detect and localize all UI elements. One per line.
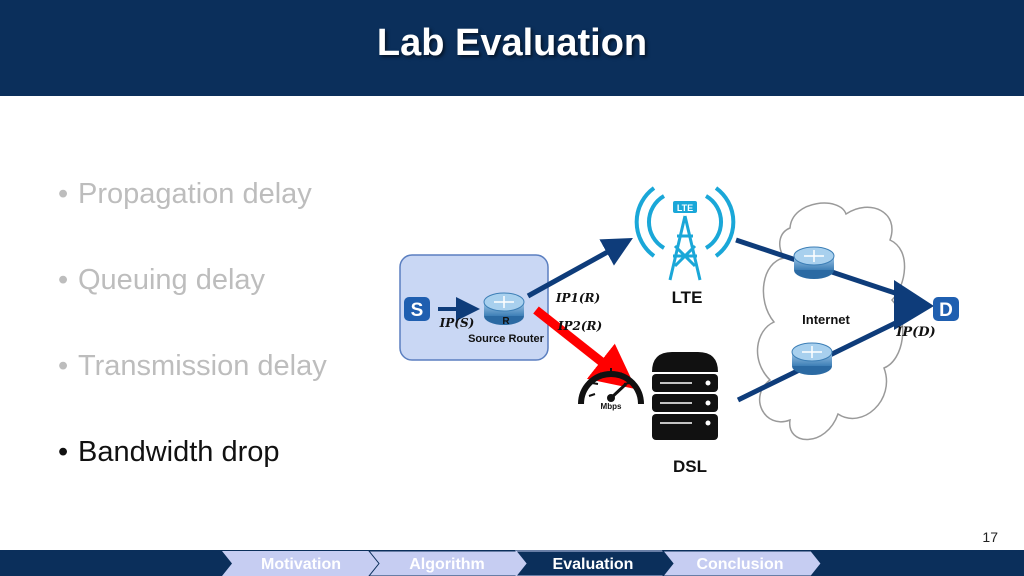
nav-item-algorithm[interactable]: Algorithm [367, 550, 528, 576]
dsl-label: DSL [673, 457, 707, 476]
destination-arrowhead-icon [894, 280, 934, 330]
bullet-item: •Transmission delay [58, 350, 327, 382]
bullet-item: •Propagation delay [58, 178, 312, 210]
nav-label: Evaluation [553, 556, 634, 573]
lte-icon-text: LTE [677, 203, 693, 213]
speedometer-icon: Mbps [578, 368, 644, 411]
source-router-icon [483, 292, 525, 325]
router-caption: Source Router [468, 333, 545, 345]
destination-ip-label: IP(D) [895, 325, 935, 340]
bullet-text: Bandwidth drop [78, 436, 280, 468]
source-label: S [411, 300, 424, 321]
page-number: 17 [982, 529, 998, 545]
router-label: R [502, 316, 510, 327]
bullet-item-active: •Bandwidth drop [58, 436, 280, 468]
destination-label: D [939, 300, 953, 321]
nav-label: Algorithm [409, 556, 485, 573]
internet-router-icon [793, 246, 835, 279]
internet-label: Internet [802, 312, 850, 327]
router-to-lte-arrow [526, 237, 633, 299]
destination-badge [933, 297, 959, 321]
speedometer-unit-label: Mbps [601, 402, 622, 411]
source-badge [404, 297, 430, 321]
internet-router-icon [791, 342, 833, 375]
title-bar: Lab Evaluation [0, 0, 1024, 96]
path1-ip-label: IP1(R) [555, 291, 600, 305]
nav-item-motivation[interactable]: Motivation [222, 551, 380, 576]
router-to-dsl-arrow [533, 306, 637, 390]
bullet-text: Queuing delay [78, 264, 266, 296]
lte-tower-icon: LTE [634, 186, 736, 281]
nav-item-conclusion[interactable]: Conclusion [661, 550, 822, 576]
source-ip-label: IP(S) [439, 316, 475, 330]
bullet-text: Transmission delay [78, 350, 327, 382]
nav-item-evaluation[interactable]: Evaluation [514, 550, 675, 576]
path2-ip-label: IP2(R) [557, 319, 602, 333]
nav-label: Motivation [261, 556, 341, 573]
slide-title: Lab Evaluation [376, 22, 648, 64]
bullet-text: Propagation delay [78, 178, 312, 210]
lte-label: LTE [672, 288, 703, 307]
bullet-item: •Queuing delay [58, 264, 266, 296]
nav-label: Conclusion [696, 556, 783, 573]
dsl-server-icon [652, 352, 718, 440]
internet-cloud-icon: Internet [756, 202, 906, 441]
